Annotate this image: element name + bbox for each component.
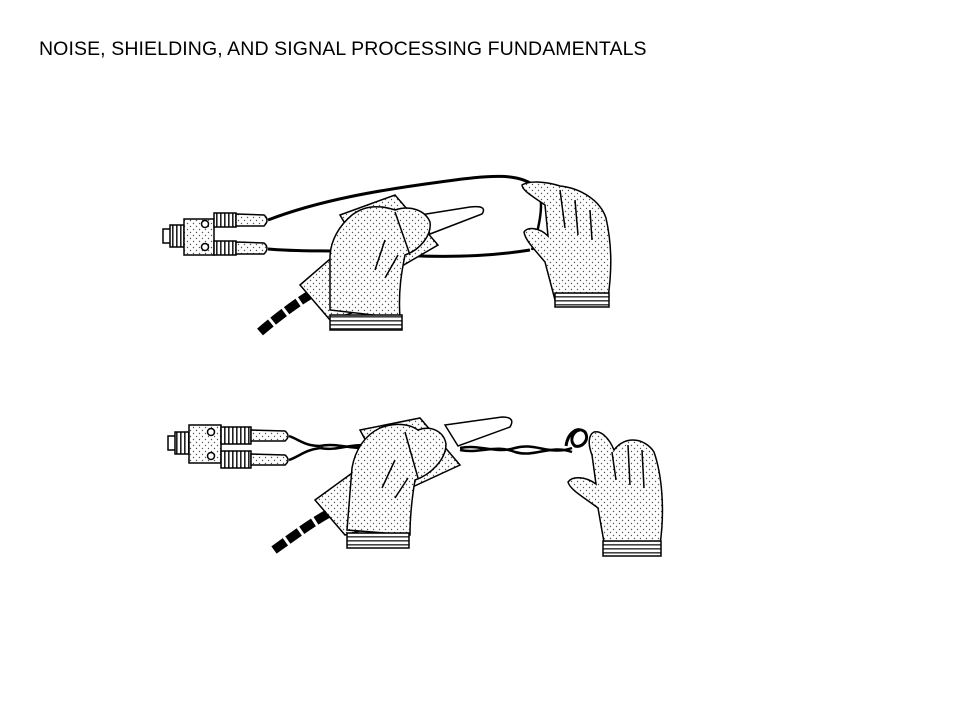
fingertip-hand-icon [521,181,612,308]
bnc-connector-icon [167,424,289,469]
fingertip-hand-icon [567,431,664,557]
probe-hand-icon [346,423,447,549]
figure-untwisted-leads [162,174,612,336]
probe-hand-icon [329,205,431,331]
slide-title: NOISE, SHIELDING, AND SIGNAL PROCESSING … [39,38,647,60]
bnc-connector-icon [162,212,268,256]
figure-twisted-leads [167,416,664,557]
